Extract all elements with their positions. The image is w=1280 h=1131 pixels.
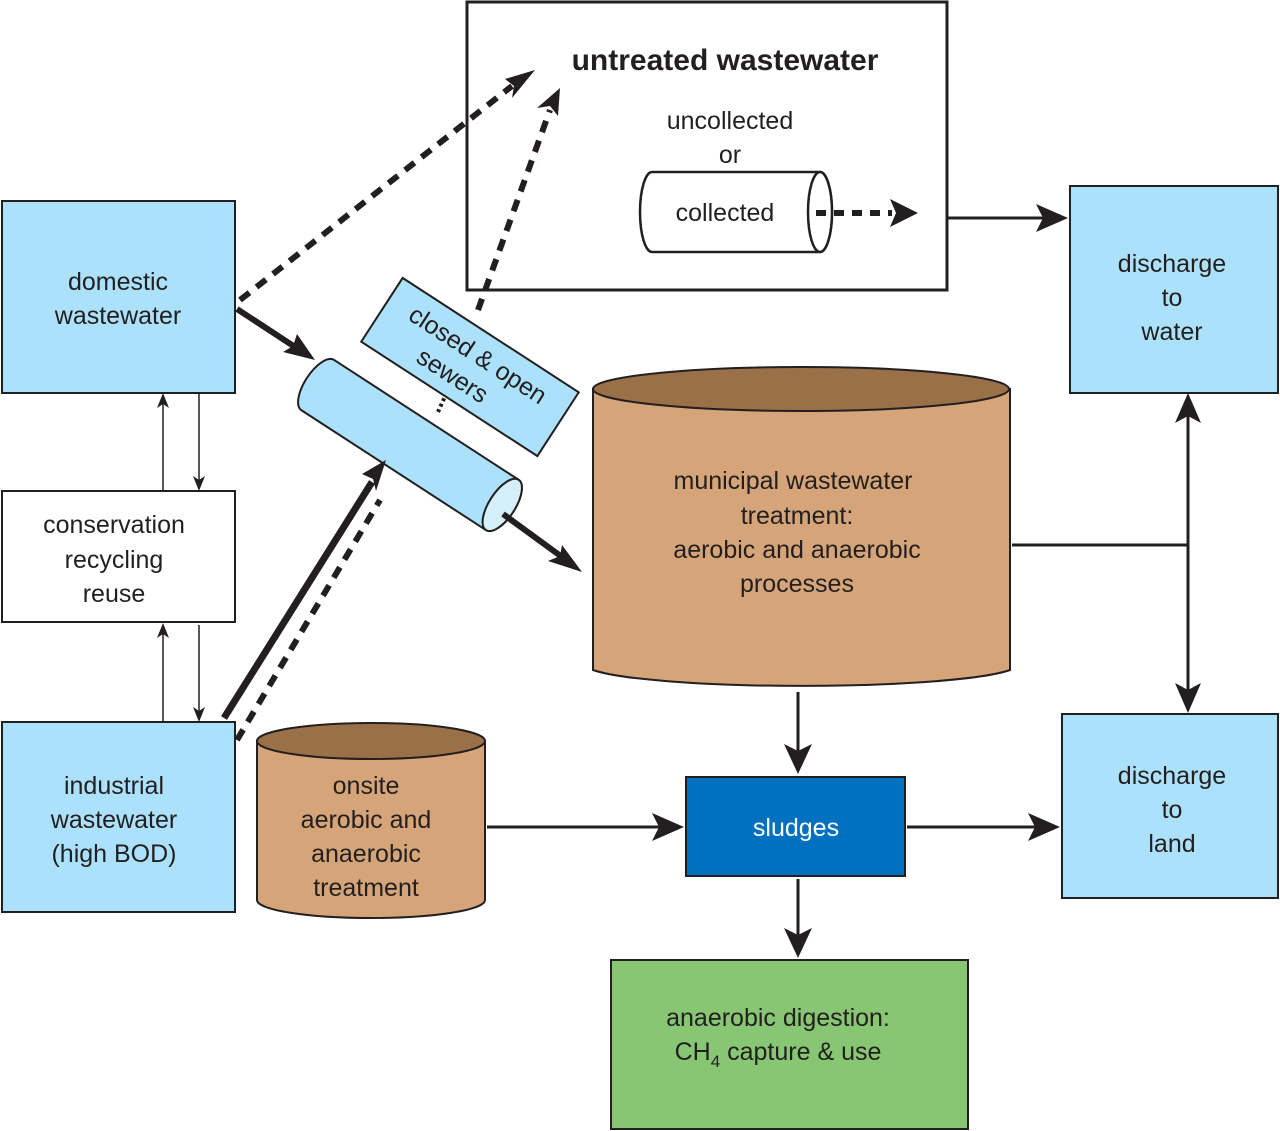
or-label: or — [719, 141, 741, 169]
discharge-water-label-3: water — [1140, 318, 1202, 346]
collected-dotted-arrow — [816, 199, 918, 227]
arrow-sewer-to-municipal — [501, 511, 582, 572]
onsite-label-4: treatment — [313, 874, 419, 902]
industrial-label-1: industrial — [64, 772, 164, 800]
domestic-label-2: wastewater — [54, 302, 181, 330]
arrow-domestic-to-untreated — [238, 70, 535, 303]
uncollected-label: uncollected — [667, 107, 793, 135]
onsite-treatment-tank: onsite aerobic and anaerobic treatment — [256, 722, 486, 919]
industrial-label-3: (high BOD) — [51, 840, 176, 868]
industrial-wastewater-box: industrial wastewater (high BOD) — [1, 721, 236, 913]
domestic-wastewater-box: domestic wastewater — [1, 200, 236, 394]
discharge-land-label-3: land — [1148, 830, 1195, 858]
industrial-label-2: wastewater — [50, 806, 177, 834]
arrow-sludges-to-digestion — [784, 879, 812, 958]
collected-pipe: collected — [638, 170, 834, 254]
domestic-label-1: domestic — [68, 268, 168, 296]
municipal-treatment-tank: municipal wastewater treatment: aerobic … — [592, 366, 1011, 687]
onsite-label-2: aerobic and — [301, 806, 432, 834]
discharge-land-label-1: discharge — [1118, 762, 1226, 790]
untreated-wastewater-box: untreated wastewater uncollected or coll… — [465, 0, 949, 292]
onsite-label-1: onsite — [333, 772, 400, 800]
arrow-sludges-to-land — [907, 813, 1060, 841]
conservation-thin-arrows — [157, 393, 205, 722]
digestion-label-1: anaerobic digestion: — [666, 1004, 890, 1032]
arrow-sewer-to-untreated — [475, 88, 560, 312]
discharge-water-box: discharge to water — [1069, 185, 1279, 394]
arrow-domestic-to-sewer — [235, 306, 315, 360]
conservation-label-3: reuse — [83, 580, 146, 608]
arrow-municipal-to-discharge — [1012, 393, 1201, 713]
onsite-label-3: anaerobic — [311, 840, 421, 868]
conservation-label-1: conservation — [43, 511, 185, 539]
sewer-pipe — [297, 357, 523, 533]
municipal-label-4: processes — [740, 570, 854, 598]
arrow-industrial-dotted — [234, 498, 383, 742]
arrow-onsite-to-sludges — [487, 813, 684, 841]
collected-label: collected — [676, 199, 775, 227]
municipal-label-2: treatment: — [741, 502, 854, 530]
discharge-land-box: discharge to land — [1061, 713, 1279, 899]
arrow-industrial-to-sewer — [221, 460, 386, 720]
discharge-land-label-2: to — [1162, 796, 1183, 824]
municipal-label-3: aerobic and anaerobic — [673, 536, 920, 564]
municipal-label-1: municipal wastewater — [674, 467, 913, 495]
discharge-water-label-1: discharge — [1118, 250, 1226, 278]
digestion-label-2: CH4 capture & use — [675, 1038, 882, 1071]
arrow-untreated-to-water — [948, 204, 1068, 232]
conservation-label-2: recycling — [65, 546, 164, 574]
untreated-title: untreated wastewater — [572, 44, 879, 77]
arrow-municipal-to-sludges — [784, 692, 812, 774]
anaerobic-digestion-box: anaerobic digestion: CH4 capture & use — [610, 959, 969, 1130]
conservation-box: conservation recycling reuse — [1, 490, 236, 623]
sludges-label: sludges — [753, 814, 839, 842]
sludges-box: sludges — [685, 776, 906, 877]
discharge-water-label-2: to — [1162, 284, 1183, 312]
